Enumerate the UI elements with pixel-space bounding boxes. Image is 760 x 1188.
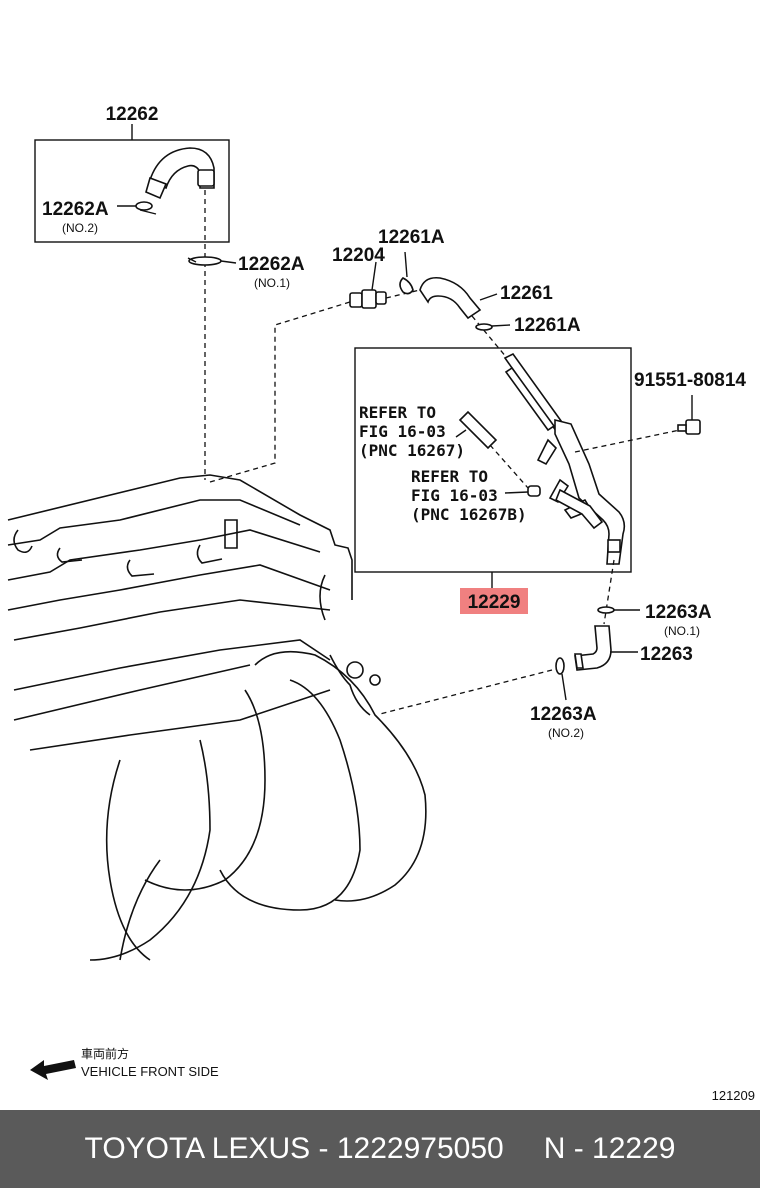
footer-part-number: TOYOTA LEXUS - 1222975050 <box>84 1132 504 1165</box>
label-12261A-mid: 12261A <box>514 315 581 336</box>
parts-diagram: 12262 12262A (NO.2) 12262A (NO.1) 12261A… <box>7 104 755 1103</box>
valve-12204-drawing <box>349 261 387 309</box>
footer-bar: TOYOTA LEXUS - 1222975050 N - 12229 <box>0 1110 760 1188</box>
label-12261: 12261 <box>500 283 553 304</box>
refer1-line2: FIG 16-03 <box>359 422 446 441</box>
refer2-line1: REFER TO <box>411 467 488 486</box>
clamp-12262A-no1-drawing <box>187 256 237 266</box>
hose-12262-drawing <box>145 147 215 200</box>
refer2-line3: (PNC 16267B) <box>411 505 527 524</box>
refer1-line1: REFER TO <box>359 403 436 422</box>
label-12263: 12263 <box>640 644 693 665</box>
engine-block-drawing <box>7 474 427 961</box>
front-direction-arrow-icon <box>30 1060 76 1080</box>
hose-12261-drawing <box>419 276 498 320</box>
clamp-12263A-no2-drawing <box>555 657 567 701</box>
label-12204: 12204 <box>332 245 385 266</box>
label-12262A-no2: 12262A <box>42 199 109 220</box>
sublabel-no1-a: (NO.1) <box>254 276 290 290</box>
direction-label-en: VEHICLE FRONT SIDE <box>81 1064 219 1079</box>
refer1-line3: (PNC 16267) <box>359 441 465 460</box>
clamp-12262A-no2-drawing <box>117 201 157 215</box>
refer2-line2: FIG 16-03 <box>411 486 498 505</box>
refer-hose-drawing <box>455 410 529 489</box>
label-12263A-no1: 12263A <box>645 602 712 623</box>
sublabel-no2-a: (NO.2) <box>62 221 98 235</box>
direction-label-jp: 車両前方 <box>81 1046 129 1061</box>
label-12229[interactable]: 12229 <box>468 592 521 613</box>
label-12261A-top: 12261A <box>378 227 445 248</box>
clamp-12261A-top-drawing <box>399 251 414 295</box>
label-12262A-no1: 12262A <box>238 254 305 275</box>
highlight-12229 <box>460 588 528 614</box>
hose-12263-drawing <box>574 625 638 671</box>
label-12263A-no2: 12263A <box>530 704 597 725</box>
refer-fitting-drawing <box>504 485 541 497</box>
box-12229 <box>354 347 632 573</box>
label-12262: 12262 <box>106 104 159 125</box>
clamp-12261A-mid-drawing <box>475 323 511 331</box>
bolt-91551-drawing <box>574 395 701 453</box>
footer-pnc: N - 12229 <box>543 1132 676 1165</box>
clamp-12263A-no1-drawing <box>597 606 640 614</box>
sublabel-no1-b: (NO.1) <box>664 624 700 638</box>
label-91551: 91551-80814 <box>634 370 746 391</box>
pipe-12229-drawing <box>503 352 626 565</box>
sublabel-no2-b: (NO.2) <box>548 726 584 740</box>
diagram-code: 121209 <box>712 1088 755 1103</box>
